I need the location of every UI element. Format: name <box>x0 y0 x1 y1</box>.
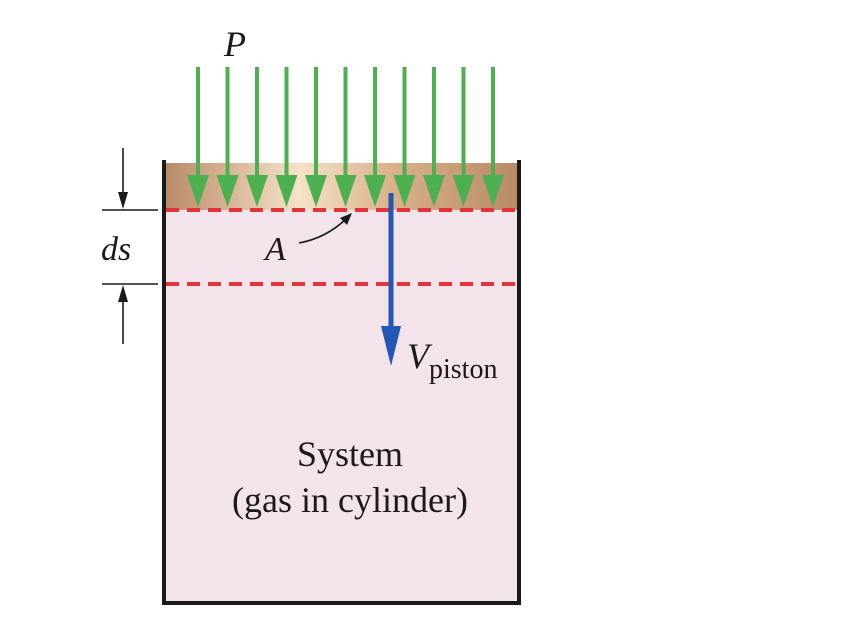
pressure-arrow <box>364 67 386 207</box>
gas-region <box>165 210 518 602</box>
displacement-label: ds <box>101 231 131 268</box>
area-pointer-arrow <box>298 213 352 244</box>
pressure-arrow <box>393 67 416 207</box>
pressure-label: P <box>223 24 246 64</box>
velocity-symbol: V <box>407 336 433 376</box>
pressure-arrow <box>423 67 445 207</box>
pressure-arrow <box>275 67 298 207</box>
velocity-label: Vpiston <box>407 336 497 385</box>
pressure-arrows <box>187 67 504 207</box>
velocity-arrow <box>381 193 401 366</box>
system-description: (gas in cylinder) <box>232 480 468 520</box>
system-label: System <box>297 434 403 474</box>
cylinder-wall <box>162 160 521 605</box>
pressure-arrow <box>452 67 475 207</box>
pressure-arrow <box>216 67 239 207</box>
area-label: A <box>263 231 286 268</box>
pressure-arrow <box>334 67 357 207</box>
velocity-subscript: piston <box>429 354 497 385</box>
pressure-arrow <box>246 67 268 207</box>
pressure-arrow <box>305 67 327 207</box>
pressure-arrow <box>482 67 504 207</box>
ds-dimension <box>102 148 158 344</box>
pressure-arrow <box>187 67 209 207</box>
